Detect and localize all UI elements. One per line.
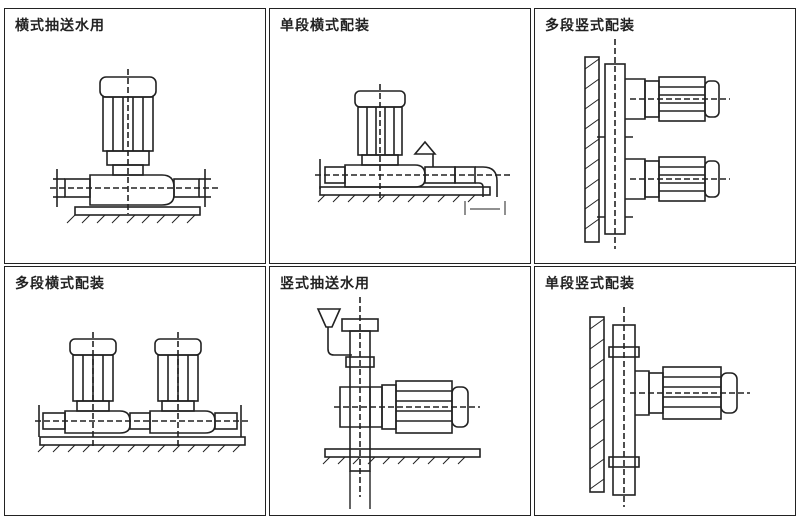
panel-label: 单段横式配装 <box>280 18 370 34</box>
panel-label: 单段竖式配装 <box>545 276 635 292</box>
panel-vertical-water-supply: 竖式抽送水用 <box>269 266 531 516</box>
panel-horizontal-water-supply: 横式抽送水用 <box>4 8 266 264</box>
panel-multi-stage-horizontal: 多段横式配装 <box>4 266 266 516</box>
panel-single-stage-horizontal: 单段横式配装 <box>269 8 531 264</box>
horizontal-pump-with-valve-icon <box>315 84 510 215</box>
vertical-pump-icon <box>316 297 481 509</box>
double-horizontal-pump-icon <box>35 332 250 453</box>
panel-label: 竖式抽送水用 <box>280 276 370 292</box>
panel-single-stage-vertical: 单段竖式配装 <box>534 266 796 516</box>
panel-label: 多段横式配装 <box>15 276 105 292</box>
wall-mounted-pump-icon <box>589 307 750 507</box>
installation-diagram-grid: 横式抽送水用 单段横式配装 <box>4 8 796 516</box>
panel-label: 多段竖式配装 <box>545 18 635 34</box>
horizontal-pump-icon <box>50 69 220 224</box>
wall-mounted-double-pump-icon <box>584 39 730 249</box>
panel-label: 横式抽送水用 <box>15 18 105 34</box>
panel-multi-stage-vertical: 多段竖式配装 <box>534 8 796 264</box>
